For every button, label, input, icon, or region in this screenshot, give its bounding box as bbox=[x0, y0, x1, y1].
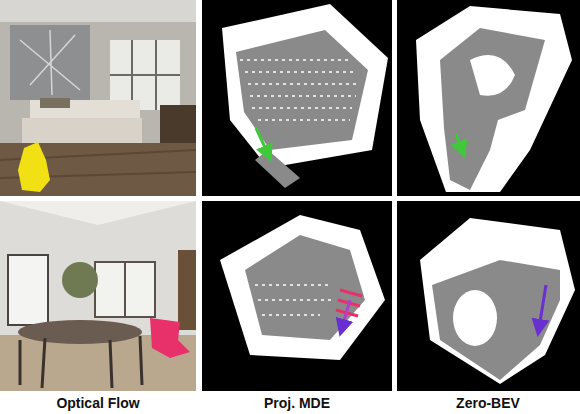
proj-mde-map bbox=[202, 201, 392, 391]
proj-mde-map bbox=[202, 0, 392, 196]
column-label: Proj. MDE bbox=[264, 395, 330, 411]
zero-bev-map bbox=[397, 201, 580, 391]
column-label: Zero-BEV bbox=[456, 395, 520, 411]
zero-bev-map bbox=[397, 0, 580, 196]
bedroom-photo bbox=[0, 0, 196, 196]
column-label: Optical Flow bbox=[56, 395, 139, 411]
dining-photo bbox=[0, 201, 196, 391]
